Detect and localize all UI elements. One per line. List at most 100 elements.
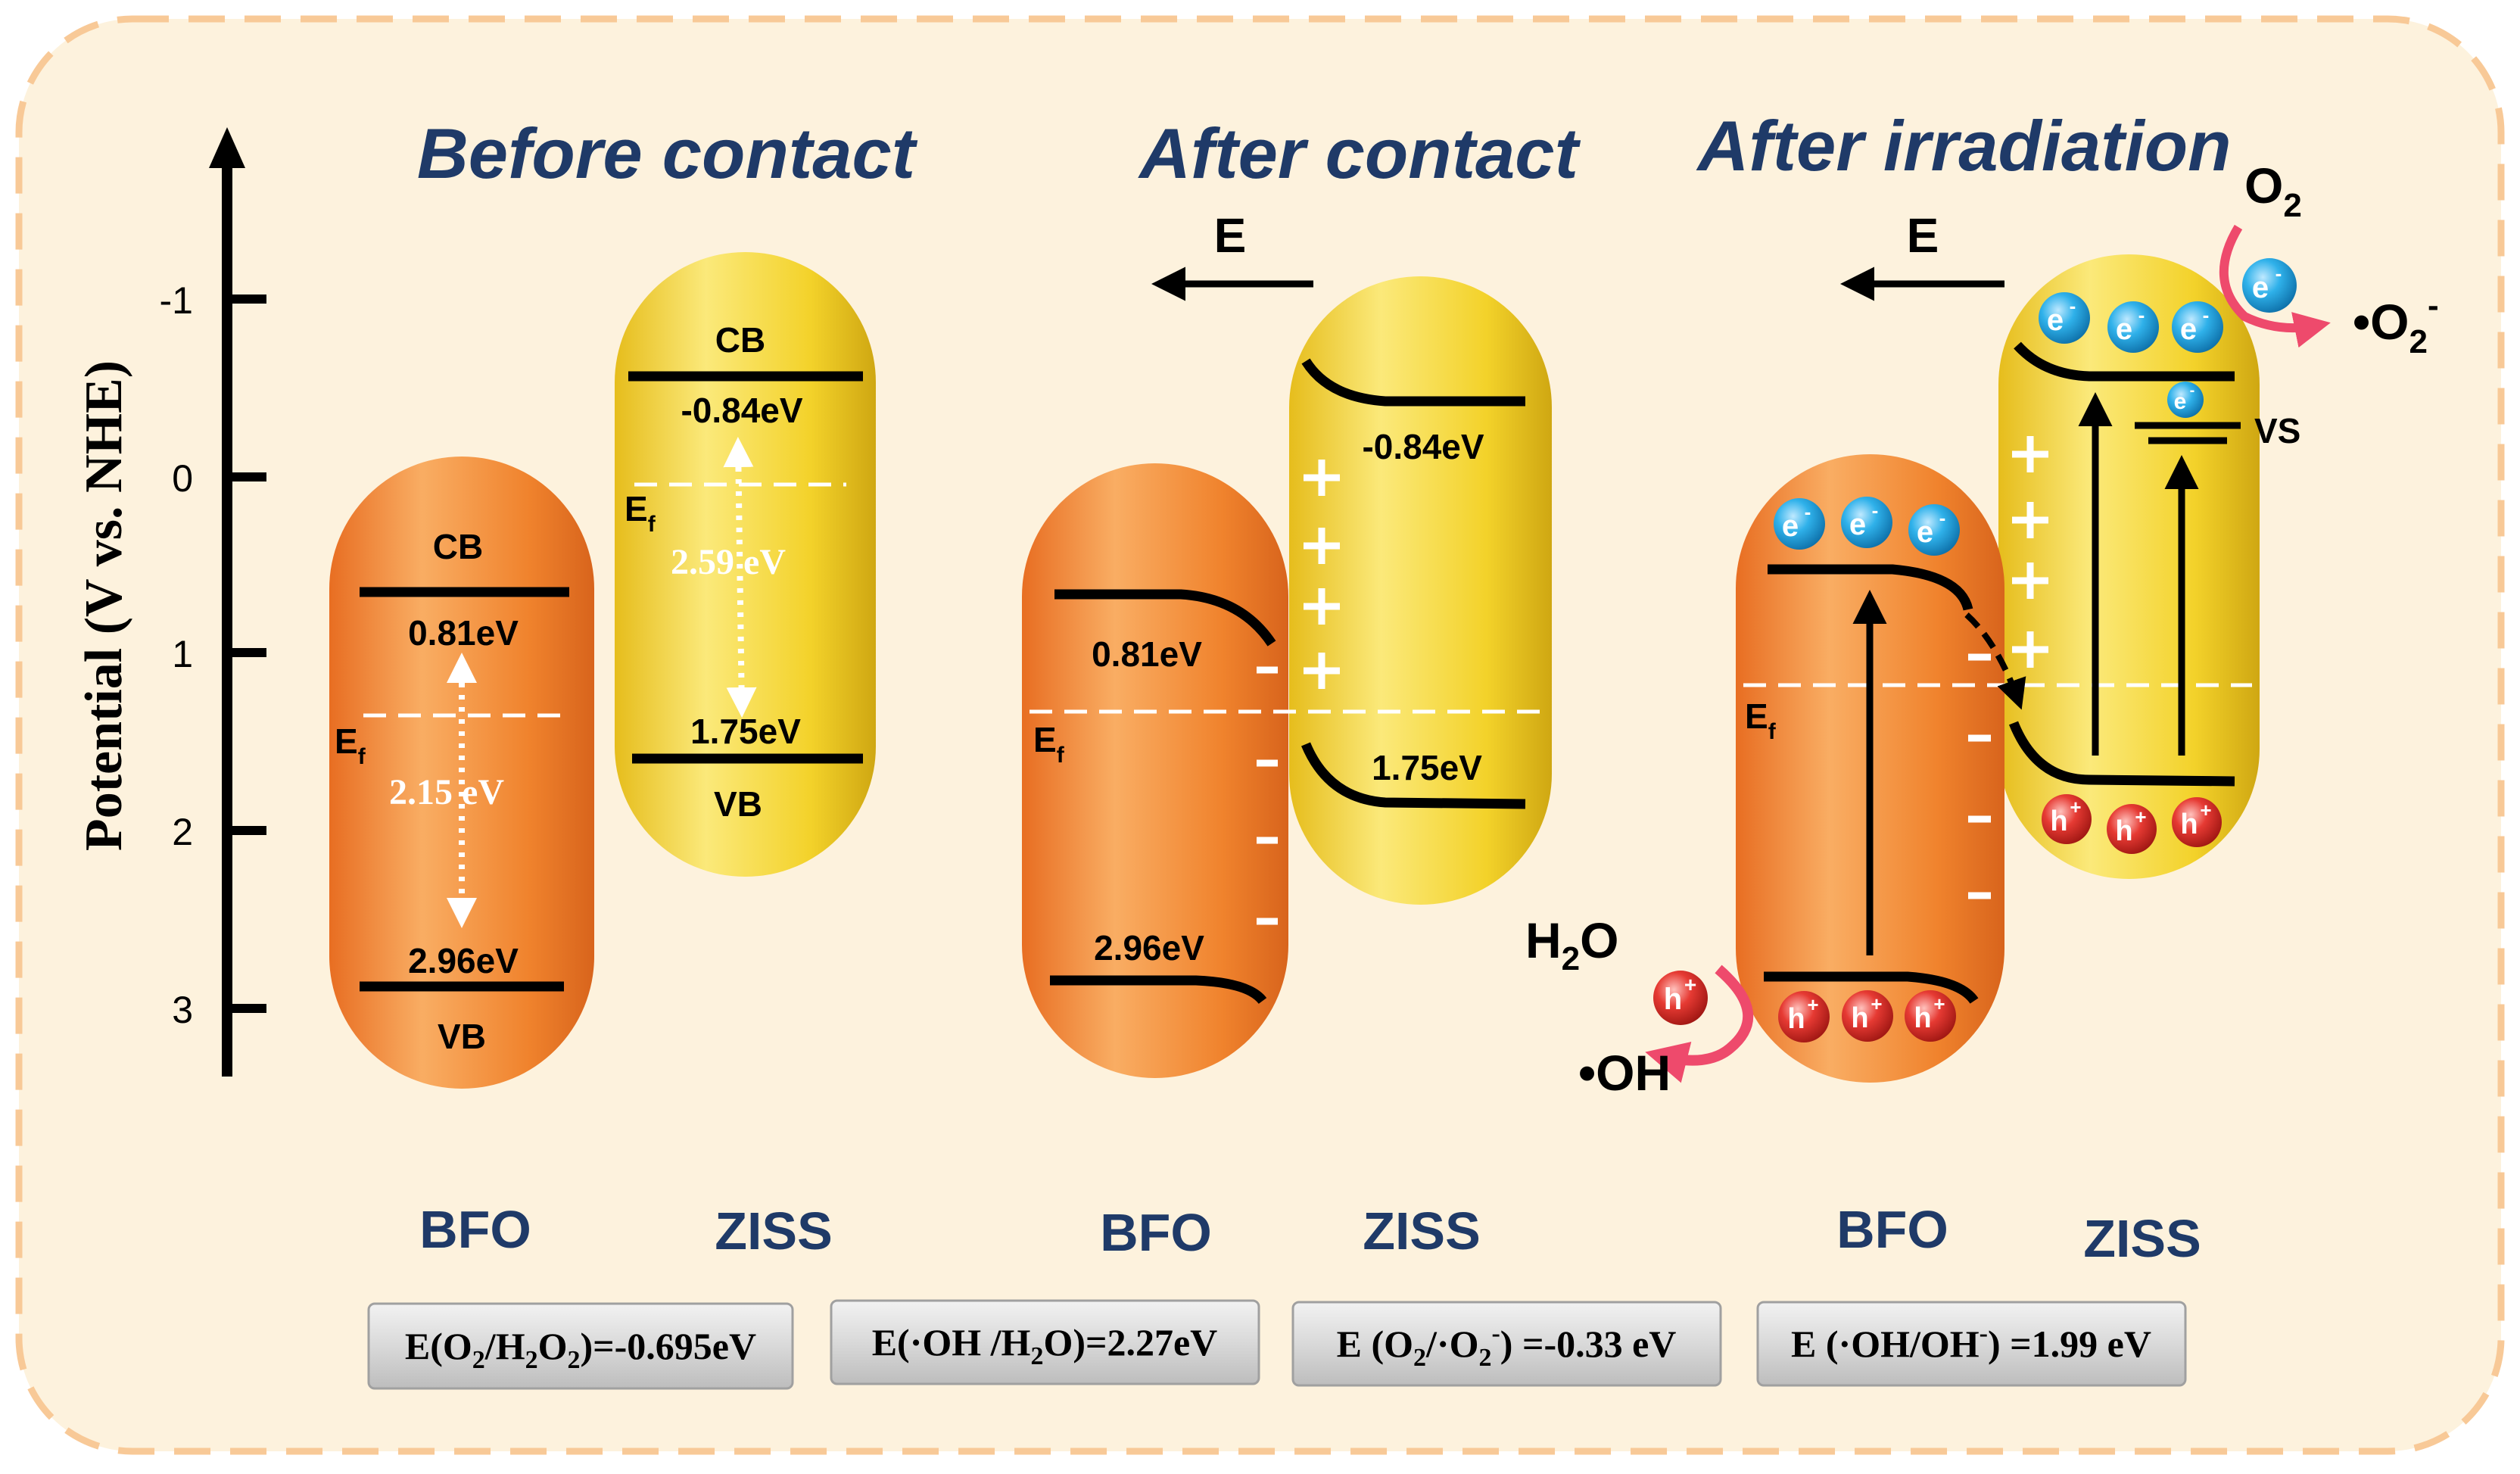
potential-box-3: [1291, 1301, 1722, 1387]
ziss-vb-irr: [2008, 721, 2235, 787]
svg-text:+: +: [2070, 796, 2081, 818]
bfo-name-irradiation: BFO: [1836, 1200, 1948, 1259]
bfo-vb-irr: [1764, 971, 1979, 1004]
svg-text:+: +: [1684, 973, 1696, 996]
bfo-cb-label: CB: [433, 527, 483, 566]
field-label-after-contact: E: [1214, 208, 1247, 263]
hole: h+: [1842, 990, 1893, 1042]
water-label: H2O: [1525, 912, 1619, 977]
ziss-cb-irr: [2014, 341, 2235, 382]
field-label-after-irradiation: E: [1907, 208, 1939, 263]
svg-text:h: h: [1914, 1002, 1931, 1034]
ziss-capsule-contact: [1289, 276, 1552, 905]
svg-text:e: e: [1782, 510, 1799, 543]
tick-label-3: 3: [172, 989, 193, 1031]
hole: h+: [2107, 804, 2157, 854]
svg-text:-: -: [1805, 500, 1811, 523]
svg-text:h: h: [2180, 809, 2198, 840]
svg-text:-: -: [2275, 262, 2282, 285]
bfo-fermi-label: Ef: [335, 721, 366, 769]
panel-title-after-irradiation: After irradiation: [1696, 106, 2231, 185]
bfo-cb-bent: [1054, 589, 1276, 647]
ziss-cb-value-contact: -0.84eV: [1362, 427, 1484, 466]
electron: e-: [2039, 292, 2090, 344]
hole: h+: [1778, 991, 1830, 1042]
electron: e-: [2172, 301, 2223, 353]
ziss-vb-bent: [1301, 742, 1526, 809]
electron-o2: e-: [2242, 258, 2297, 313]
potential-box-1: [367, 1302, 794, 1390]
ziss-name-before: ZISS: [715, 1201, 833, 1261]
svg-text:e: e: [1917, 516, 1933, 549]
panel-title-before: Before contact: [417, 114, 918, 193]
axis-label: Potential (V vs. NHE): [75, 360, 133, 851]
potential-text-2: E(·OH /H2O)=2.27eV: [872, 1321, 1218, 1370]
negative-charges-irradiation: [1968, 653, 1991, 899]
ziss-cb-bent: [1301, 358, 1525, 407]
svg-text:h: h: [1851, 1002, 1868, 1034]
ziss-vb-value: 1.75eV: [690, 712, 801, 751]
bfo-gap-value: 2.15 eV: [389, 772, 504, 812]
svg-text:-: -: [1872, 499, 1879, 522]
hole: h+: [1905, 990, 1956, 1042]
svg-text:h: h: [2050, 806, 2067, 837]
svg-text:-: -: [2138, 304, 2145, 326]
svg-text:+: +: [1807, 993, 1818, 1016]
bfo-capsule-contact: [1022, 463, 1288, 1078]
positive-charges-contact: [1304, 460, 1340, 689]
ziss-gap-value: 2.59 eV: [671, 542, 786, 582]
o2-label: O2: [2244, 157, 2302, 224]
hole: h+: [2172, 797, 2222, 847]
svg-text:-: -: [2070, 294, 2076, 317]
bfo-vb-value: 2.96eV: [408, 941, 519, 980]
svg-text:h: h: [2115, 815, 2132, 847]
bfo-vb-bent: [1050, 975, 1267, 1005]
hole-water: h+: [1653, 971, 1708, 1025]
positive-charges-irradiation: [2012, 436, 2048, 668]
potential-text-3: E (O2/·O2-) =-0.33 eV: [1337, 1320, 1677, 1372]
negative-charges-contact: [1257, 666, 1278, 925]
bfo-name-before: BFO: [419, 1200, 531, 1259]
hydroxyl-label: •OH: [1578, 1045, 1671, 1101]
svg-text:h: h: [1664, 983, 1682, 1016]
ziss-name-contact: ZISS: [1363, 1201, 1481, 1261]
panel-after-contact: After contact E 0.81eV Ef 2.96eV -0.84eV…: [1022, 114, 1581, 1262]
ziss-cb-value: -0.84eV: [681, 391, 802, 430]
o2-reduction-arrow: [2219, 224, 2331, 348]
svg-text:e: e: [1849, 508, 1866, 541]
svg-text:-: -: [2190, 382, 2195, 399]
potential-axis: -1 0 1 2 3 Potential (V vs. NHE): [75, 127, 266, 1077]
bfo-cb-irr: [1768, 564, 1973, 611]
ziss-cb-label: CB: [715, 320, 765, 360]
electron: e-: [2167, 382, 2204, 418]
svg-text:h: h: [1787, 1003, 1805, 1035]
vs-label: VS: [2254, 411, 2300, 450]
ziss-fermi-label: Ef: [625, 489, 656, 537]
electron-transfer-arrow: [1964, 612, 2026, 710]
bfo-fermi-label-contact: Ef: [1033, 720, 1065, 768]
tick-label-minus-1: -1: [160, 279, 193, 322]
tick-label-2: 2: [172, 811, 193, 853]
bfo-vb-label: VB: [438, 1017, 486, 1056]
electrons-ziss-cb: e- e- e- e-: [2039, 292, 2223, 418]
svg-text:+: +: [1933, 993, 1945, 1015]
potential-text-4: E (·OH/OH-) =1.99 eV: [1791, 1320, 2151, 1365]
electron: e-: [1908, 504, 1960, 556]
svg-text:e: e: [2252, 271, 2269, 304]
water-oxidation-arrow: [1645, 964, 1754, 1083]
ziss-gap-arrow: [723, 437, 757, 718]
electron: e-: [2107, 301, 2159, 353]
svg-text:e: e: [2180, 313, 2197, 346]
hole: h+: [2042, 794, 2092, 844]
svg-text:e: e: [2174, 389, 2187, 414]
bfo-cb-value: 0.81eV: [408, 613, 519, 653]
svg-text:e: e: [2047, 304, 2064, 337]
bfo-fermi-label-irradiation: Ef: [1745, 696, 1777, 744]
ziss-vb-value-contact: 1.75eV: [1372, 748, 1482, 787]
svg-text:e: e: [2116, 313, 2132, 346]
panel-before-contact: Before contact CB 0.81eV Ef 2.15 eV 2.96…: [329, 114, 918, 1261]
svg-text:-: -: [2203, 304, 2210, 326]
bfo-name-contact: BFO: [1100, 1203, 1212, 1262]
